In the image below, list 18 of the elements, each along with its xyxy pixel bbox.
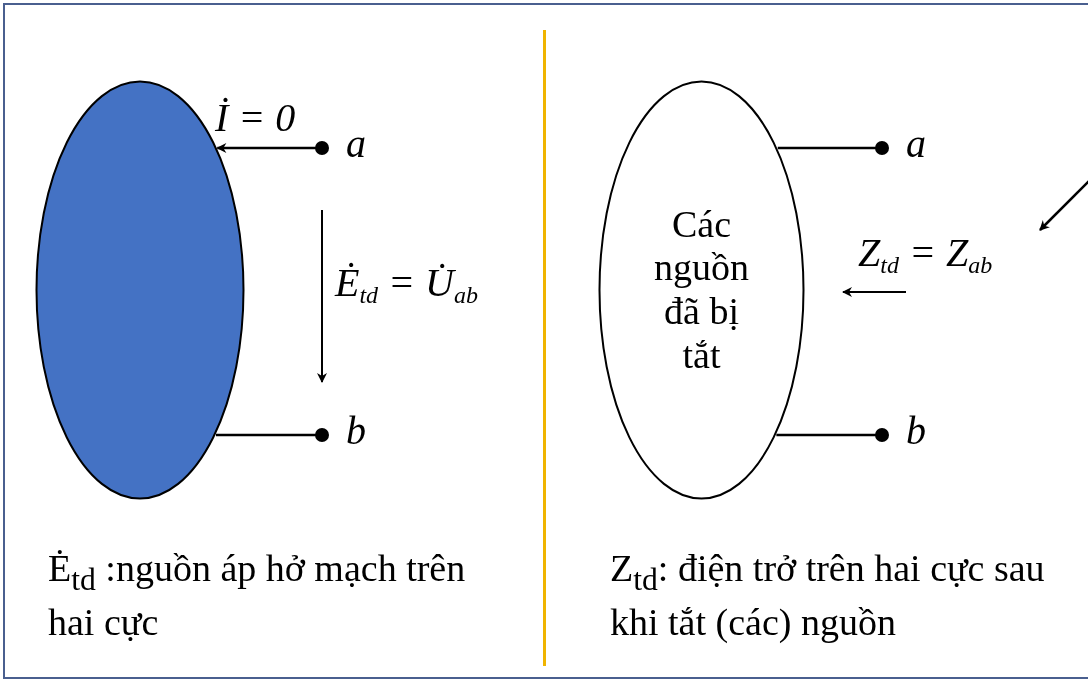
terminal-dot <box>314 427 330 443</box>
terminal-label: b <box>346 407 366 454</box>
terminal-dot <box>874 427 890 443</box>
formula-label: Ė$_{td}$ = U̇$_{ab}$ <box>335 259 478 311</box>
connector-line <box>215 433 316 437</box>
terminal-dot <box>314 140 330 156</box>
terminal-dot <box>874 140 890 156</box>
connector-line <box>777 146 876 150</box>
node-text: Các nguồn đã bị tắt <box>653 202 750 378</box>
terminal-label: b <box>906 407 926 454</box>
caption-text: Z$_{td}$: điện trở trên hai cực sau khi tắt (các) nguồn <box>610 546 1046 646</box>
terminal-label: a <box>346 120 366 167</box>
formula-label: Z$_{td}$ = Z$_{ab}$ <box>858 229 993 281</box>
terminal-label: a <box>906 120 926 167</box>
connector-line <box>216 143 316 153</box>
ellipse-shape <box>598 80 805 500</box>
connector-line <box>776 433 876 437</box>
caption-text: Ė$_{td}$ :nguồn áp hở mạch trên hai cực <box>48 546 467 646</box>
